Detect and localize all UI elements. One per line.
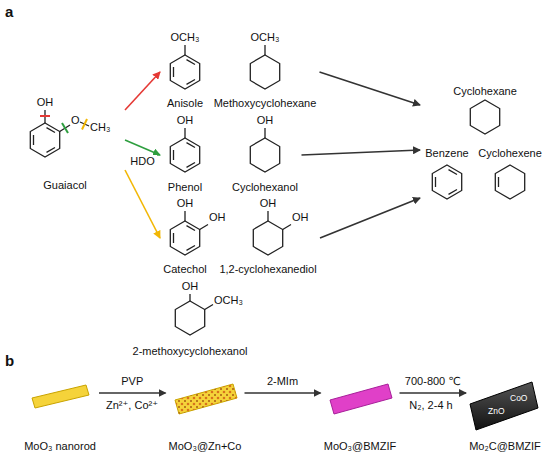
compound-name: MoO₃@Zn+Co <box>166 440 245 453</box>
reaction-arrow <box>320 198 420 238</box>
condition-label: Zn²⁺, Co²⁺ <box>106 399 158 412</box>
reaction-arrow <box>245 392 321 394</box>
compound-name: Mo₂C@BMZIF <box>466 440 544 453</box>
atom-label: OH <box>37 96 54 109</box>
atom-label: OH <box>182 280 199 293</box>
compound-node: MoO₃@BMZIF <box>321 368 400 453</box>
compound-name: Benzene <box>425 147 468 160</box>
compound-name: Anisole <box>160 97 210 110</box>
compound-name: Phenol <box>160 181 210 194</box>
compound-name: MoO₃ nanorod <box>21 440 99 453</box>
atom-label: OCH₃ <box>171 31 200 44</box>
condition-label: N₂, 2-4 h <box>409 399 452 412</box>
rings <box>30 55 524 335</box>
reaction-arrow <box>99 392 166 394</box>
reaction-arrow <box>302 150 421 155</box>
compound-name: Cyclohexanol <box>229 181 302 194</box>
compound-name: MoO₃@BMZIF <box>321 440 400 453</box>
arrow-label: 2-MIm <box>265 375 300 388</box>
reaction-arrow <box>400 392 467 394</box>
compound-name: 1,2-cyclohexanediol <box>216 263 320 276</box>
atom-label: OH <box>260 197 277 210</box>
atom-label: OH <box>292 211 309 224</box>
layer-label: ZnO <box>488 406 505 416</box>
compound-node: MoO₃ nanorod <box>21 368 99 453</box>
atom-label: OH <box>209 211 226 224</box>
compound-name: Methoxycyclohexane <box>211 97 320 110</box>
reaction-arrow <box>320 72 421 105</box>
compound-name: Cyclohexene <box>478 147 542 160</box>
nanorods <box>32 382 538 430</box>
reaction-arrow <box>125 72 160 110</box>
atom-label: O <box>71 114 80 127</box>
compound-name: Guaiacol <box>5 179 125 192</box>
atom-label: OH <box>177 114 194 127</box>
arrow-label: HDO <box>128 155 156 168</box>
arrow-label: 700-800 ℃ <box>403 375 463 388</box>
panel-letter: a <box>5 3 13 20</box>
reaction-arrow <box>125 140 160 155</box>
atom-label: OH <box>177 197 194 210</box>
layer-label: CoO <box>510 393 527 403</box>
panel-letter: b <box>5 352 14 369</box>
compound-node: Mo₂C@BMZIF <box>466 368 544 453</box>
atom-label: CH₃ <box>90 121 110 134</box>
atom-label: OCH₃ <box>214 294 243 307</box>
product-group: CyclohexaneBenzene Cyclohexene <box>420 85 545 205</box>
compound-node: MoO₃@Zn+Co <box>166 368 245 453</box>
reaction-arrow <box>125 170 160 238</box>
atom-label: OH <box>257 114 274 127</box>
arrow-label: PVP <box>119 375 145 388</box>
compound-name: 2-methoxycyclohexanol <box>130 345 251 358</box>
compound-name: Catechol <box>160 263 210 276</box>
compound-name: Cyclohexane <box>453 85 517 98</box>
cleavage-marks <box>40 116 87 133</box>
compound-node: Guaiacol <box>5 92 125 192</box>
atom-label: OCH₃ <box>251 31 280 44</box>
